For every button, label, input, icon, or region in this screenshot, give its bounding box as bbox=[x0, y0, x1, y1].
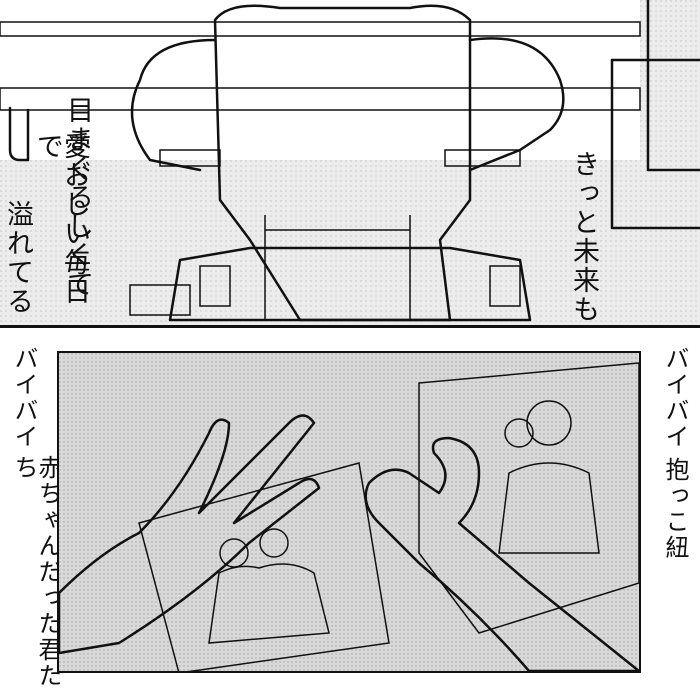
caption-bye-right: バイバイ bbox=[661, 346, 689, 450]
caption-line-3: 溢れてる bbox=[2, 200, 33, 316]
caption-future: きっと未来も bbox=[568, 150, 599, 324]
baby-carrier-illustration bbox=[0, 0, 700, 325]
caption-line-1: 目まぐるしくて bbox=[62, 96, 93, 299]
top-panel: きっと未来も 目まぐるしくて 愛おしい毎日で 溢れてる bbox=[0, 0, 700, 328]
caption-bye-left: バイバイ bbox=[10, 346, 38, 450]
caption-carrier: 抱っこ紐 bbox=[661, 457, 689, 561]
hands-holding-photo-illustration bbox=[59, 353, 639, 671]
caption-babies: 赤ちゃんだった君たち bbox=[10, 455, 62, 689]
bottom-panel bbox=[57, 351, 641, 673]
caption-line-2: 愛おしい毎日で bbox=[32, 132, 90, 306]
